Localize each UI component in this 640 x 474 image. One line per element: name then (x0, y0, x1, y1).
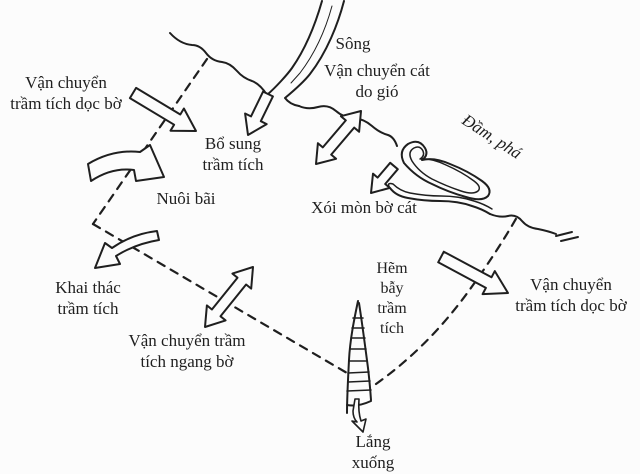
lagoon-outer (400, 140, 491, 201)
label-river-text: Sông (335, 34, 371, 53)
arrow-longshore-left (128, 86, 197, 132)
label-longshore-right: Vận chuyển trầm tích dọc bờ (515, 275, 627, 315)
label-cross-shore: Vận chuyển trầm tích ngang bờ (128, 331, 246, 371)
label-river: Sông (330, 33, 376, 54)
arrow-wind-transport (315, 110, 362, 165)
label-settling: Lắng xuống (351, 432, 395, 472)
dashed-boundary (91, 57, 519, 386)
label-sediment-trap: Hẽm bẫy trầm tích (376, 260, 408, 337)
dashed-segment-bottom-left (91, 222, 349, 375)
river-left-bank (266, 0, 323, 96)
arrow-cross-shore (204, 266, 254, 328)
shoreline-end-ticks (555, 231, 579, 242)
arrow-sediment-supply (244, 90, 274, 136)
river-right-bank (284, 0, 345, 107)
canyon-trap (346, 300, 372, 414)
dashed-segment-top-left (91, 57, 209, 226)
shoreline-after-lagoon (489, 213, 557, 235)
label-longshore-left: Vận chuyển trầm tích dọc bờ (10, 73, 122, 113)
dashed-segment-bottom-right (374, 215, 519, 386)
river (266, 0, 345, 107)
arrow-sediment-mining (94, 230, 160, 269)
arrow-longshore-right (437, 250, 509, 296)
shoreline-left (169, 32, 268, 96)
arrow-erosion (370, 161, 399, 194)
lagoon-barrier-outer (389, 187, 491, 215)
label-sediment-supply: Bổ sung trầm tích (202, 134, 264, 174)
arrow-settling (351, 398, 367, 433)
lagoon-inner (409, 146, 481, 194)
canyon-rungs (346, 317, 372, 392)
label-beach-nourishment: Nuôi bãi (156, 189, 216, 208)
label-sediment-mining: Khai thác trầm tích (55, 278, 121, 318)
arrow-beach-nourishment (87, 144, 165, 182)
river-center-line (290, 5, 333, 84)
label-wind-transport: Vận chuyển cát do gió (324, 61, 430, 101)
label-erosion: Xói mòn bờ cát (311, 198, 417, 217)
